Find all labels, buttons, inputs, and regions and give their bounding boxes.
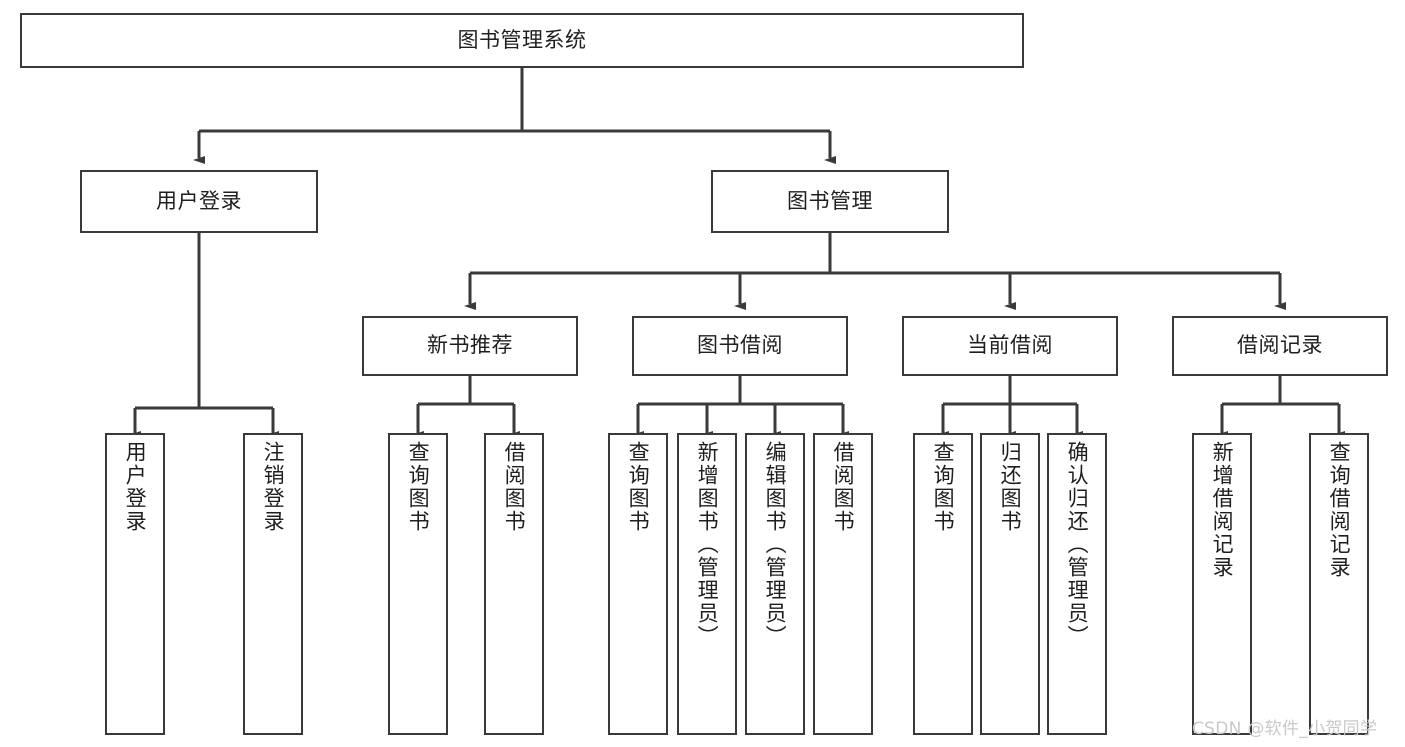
node-label: 注销登录 xyxy=(261,441,286,533)
node-book-management[interactable]: 图书管理 xyxy=(711,170,949,233)
node-label: 新增图书（管理员） xyxy=(695,441,720,648)
node-label: 查询图书 xyxy=(406,441,431,533)
node-label: 图书管理系统 xyxy=(457,27,587,52)
node-root-system[interactable]: 图书管理系统 xyxy=(20,13,1024,68)
node-leaf-borrow-book-1[interactable]: 借阅图书 xyxy=(484,433,544,735)
node-leaf-add-book[interactable]: 新增图书（管理员） xyxy=(677,433,737,735)
node-label: 图书借阅 xyxy=(697,333,783,358)
node-label: 确认归还（管理员） xyxy=(1065,441,1090,648)
node-label: 借阅记录 xyxy=(1237,333,1323,358)
node-label: 用户登录 xyxy=(156,188,242,213)
node-leaf-borrow-book-2[interactable]: 借阅图书 xyxy=(813,433,873,735)
node-user-login[interactable]: 用户登录 xyxy=(80,170,318,233)
watermark-text: CSDN @软件_小贺同学 xyxy=(1192,719,1378,739)
node-label: 查询借阅记录 xyxy=(1327,441,1352,579)
node-leaf-query-book-2[interactable]: 查询图书 xyxy=(608,433,668,735)
node-label: 借阅图书 xyxy=(831,441,856,533)
node-label: 当前借阅 xyxy=(967,333,1053,358)
node-current-borrowing[interactable]: 当前借阅 xyxy=(902,316,1118,376)
node-leaf-query-book-1[interactable]: 查询图书 xyxy=(388,433,448,735)
node-borrow-records[interactable]: 借阅记录 xyxy=(1172,316,1388,376)
node-leaf-edit-book[interactable]: 编辑图书（管理员） xyxy=(745,433,805,735)
node-new-book-recommendation[interactable]: 新书推荐 xyxy=(362,316,578,376)
node-leaf-user-login[interactable]: 用户登录 xyxy=(105,433,165,735)
node-label: 新书推荐 xyxy=(427,333,513,358)
node-label: 归还图书 xyxy=(998,441,1023,533)
node-label: 借阅图书 xyxy=(502,441,527,533)
node-leaf-logout[interactable]: 注销登录 xyxy=(243,433,303,735)
node-leaf-query-borrow-record[interactable]: 查询借阅记录 xyxy=(1309,433,1369,735)
node-leaf-query-book-3[interactable]: 查询图书 xyxy=(913,433,973,735)
node-label: 查询图书 xyxy=(931,441,956,533)
node-leaf-add-borrow-record[interactable]: 新增借阅记录 xyxy=(1192,433,1252,735)
node-leaf-confirm-return[interactable]: 确认归还（管理员） xyxy=(1047,433,1107,735)
node-label: 图书管理 xyxy=(787,188,873,213)
node-label: 用户登录 xyxy=(123,441,148,533)
node-label: 编辑图书（管理员） xyxy=(763,441,788,648)
node-book-borrowing[interactable]: 图书借阅 xyxy=(632,316,848,376)
node-leaf-return-book[interactable]: 归还图书 xyxy=(980,433,1040,735)
node-label: 新增借阅记录 xyxy=(1210,441,1235,579)
node-label: 查询图书 xyxy=(626,441,651,533)
